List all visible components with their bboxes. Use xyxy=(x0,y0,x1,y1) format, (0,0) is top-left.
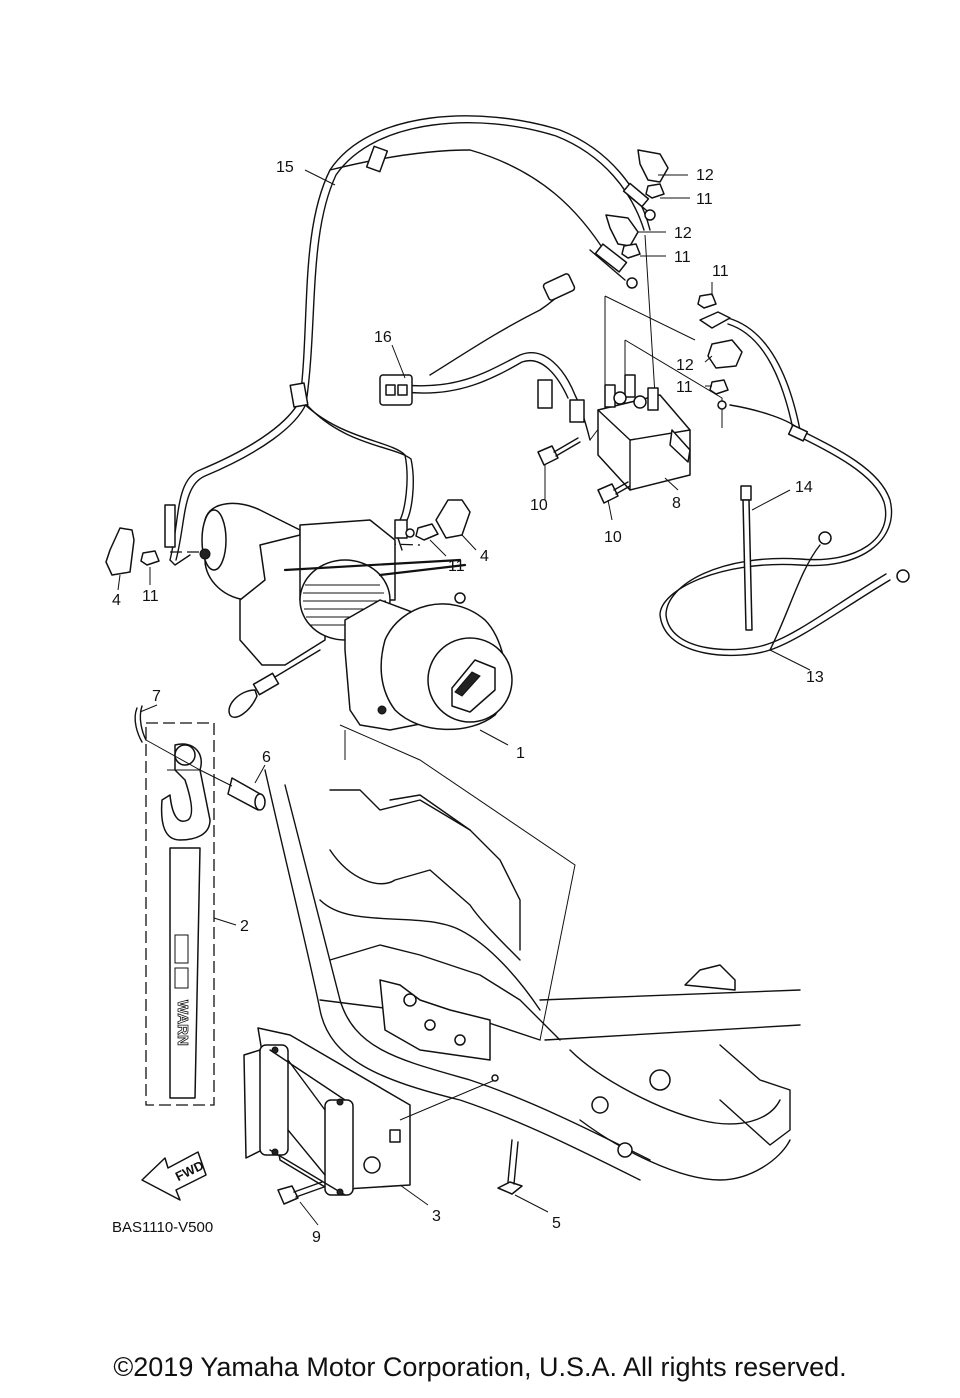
pin-6 xyxy=(199,769,266,811)
nut-11-e xyxy=(140,550,160,566)
bolt-10-b xyxy=(597,481,631,504)
callout-11-c: 11 xyxy=(712,263,729,280)
callout-5: 5 xyxy=(552,1215,561,1232)
cable-15 xyxy=(169,115,653,561)
callout-9: 8 xyxy=(672,495,681,512)
callout-1: 1 xyxy=(516,745,525,762)
callout-11-d: 11 xyxy=(676,379,693,396)
nut-11-f xyxy=(405,523,439,541)
diagram-code: BAS1110-V500 xyxy=(112,1219,213,1236)
nut-11-d xyxy=(709,379,729,410)
callout-12-c: 12 xyxy=(676,357,694,374)
callout-4-left: 4 xyxy=(112,592,121,609)
callout-12-b: 12 xyxy=(674,225,692,242)
nut-11-c xyxy=(697,293,731,329)
copyright-footer: ©2019 Yamaha Motor Corporation, U.S.A. A… xyxy=(113,1352,847,1382)
callout-11-e: 11 xyxy=(142,588,159,605)
callout-2: 2 xyxy=(240,918,249,935)
nut-11-a xyxy=(644,183,665,221)
callout-11-f: 11 xyxy=(448,558,465,575)
callout-12-a: 12 xyxy=(696,167,714,184)
cable-13 xyxy=(659,317,910,657)
hook-strap-2 xyxy=(145,722,215,1106)
callout-8: 9 xyxy=(312,1229,321,1246)
harness-16 xyxy=(379,273,591,441)
pin-7 xyxy=(134,705,201,771)
vehicle-frame xyxy=(264,724,801,1181)
callout-14: 14 xyxy=(795,479,813,496)
bolt-8 xyxy=(277,1181,325,1205)
bolt-5 xyxy=(497,1139,523,1195)
cable-tie-14 xyxy=(740,485,753,631)
callout-10-b: 10 xyxy=(604,529,622,546)
terminal-cap-12-b xyxy=(605,214,639,247)
nut-11-b xyxy=(621,243,641,259)
callout-7: 7 xyxy=(152,688,161,705)
roller-fairlead-3 xyxy=(243,1027,499,1196)
solenoid-9 xyxy=(589,234,723,491)
leader-lines xyxy=(117,169,811,1226)
callout-15: 15 xyxy=(276,159,294,176)
bolt-10-a xyxy=(537,437,581,466)
callout-6: 6 xyxy=(262,749,271,766)
callout-10-a: 10 xyxy=(530,497,548,514)
fwd-arrow xyxy=(141,1151,207,1201)
terminal-cap-12-a xyxy=(637,149,669,183)
callout-13: 13 xyxy=(806,669,824,686)
callout-4-right: 4 xyxy=(480,548,489,565)
callout-16: 16 xyxy=(374,329,392,346)
strap-brand: WARN xyxy=(174,1000,191,1046)
terminal-cap-4-left xyxy=(105,527,135,576)
callout-11-b: 11 xyxy=(674,249,691,266)
callout-3: 3 xyxy=(432,1208,441,1225)
terminal-cap-4-right xyxy=(435,499,471,539)
terminal-cap-12-c xyxy=(707,339,743,369)
callout-11-a: 11 xyxy=(696,191,713,208)
winch-1 xyxy=(164,502,513,731)
